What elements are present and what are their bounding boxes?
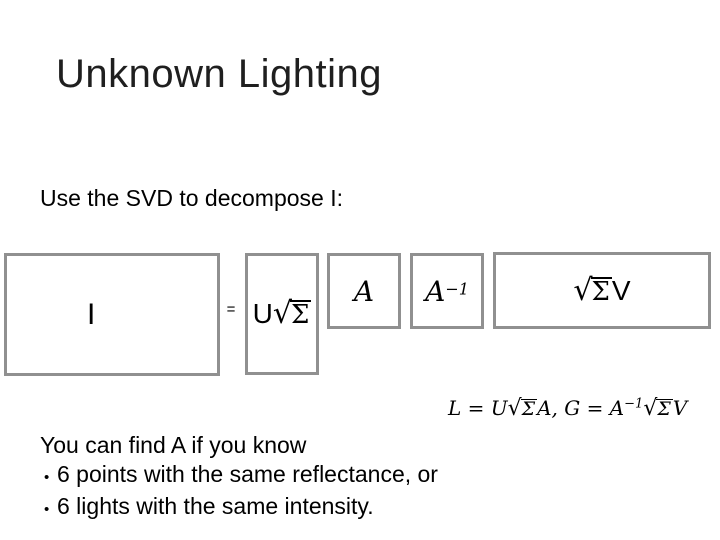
page-title: Unknown Lighting — [56, 52, 382, 96]
list-item: • 6 points with the same reflectance, or — [40, 460, 438, 492]
body-text-block: You can find A if you know • 6 points wit… — [40, 431, 438, 524]
inverse-exponent: −1 — [624, 396, 644, 412]
matrix-box-i: I — [4, 253, 220, 376]
radical-sign: √ — [643, 396, 658, 421]
radical-sign: √ — [573, 272, 593, 308]
bullet-marker: • — [44, 501, 50, 518]
bullet-marker: • — [44, 469, 50, 486]
sigma-symbol: Σ — [656, 398, 673, 420]
matrix-label-u-sqrt-sigma: U√Σ — [253, 298, 312, 330]
equation-part: L = U — [448, 396, 508, 420]
bullet-text: 6 lights with the same intensity. — [57, 493, 374, 519]
body-intro: You can find A if you know — [40, 432, 307, 458]
matrix-label-a: A — [353, 274, 375, 308]
matrix-label-i: I — [87, 297, 96, 331]
matrix-box-a-inverse: A−1 — [410, 253, 484, 329]
inverse-exponent: −1 — [445, 279, 469, 299]
u-symbol: U — [252, 298, 273, 329]
matrix-box-a: A — [327, 253, 401, 329]
radical-sign: √ — [272, 296, 292, 331]
list-item: • 6 lights with the same intensity. — [40, 492, 438, 524]
sigma-symbol: Σ — [520, 398, 538, 420]
matrix-box-u-sqrt-sigma: U√Σ — [245, 253, 319, 375]
a-symbol: A — [425, 274, 446, 308]
v-symbol: V — [611, 274, 631, 306]
matrix-label-a-inverse: A−1 — [425, 275, 469, 308]
matrix-box-sqrt-sigma-v: √ΣV — [493, 252, 711, 329]
sigma-symbol: Σ — [289, 300, 312, 330]
equation-part: V — [672, 396, 688, 420]
equals-sign: = — [226, 301, 236, 318]
radical-sign: √ — [507, 396, 522, 421]
sigma-symbol: Σ — [590, 276, 612, 307]
subtitle-text: Use the SVD to decompose I: — [40, 185, 343, 211]
bullet-text: 6 points with the same reflectance, or — [57, 461, 438, 487]
matrix-label-sqrt-sigma-v: √ΣV — [573, 275, 630, 307]
equation-part: A, G = A — [537, 396, 625, 420]
